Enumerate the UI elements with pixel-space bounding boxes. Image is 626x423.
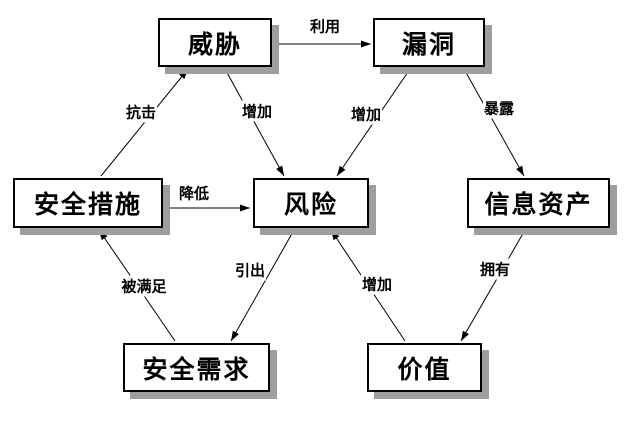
edge-label-expose: 暴露 xyxy=(482,97,516,119)
edge-label-derive: 引出 xyxy=(233,259,267,281)
edge-label-resist: 抗击 xyxy=(124,101,158,123)
edge-label-increase-threat: 增加 xyxy=(240,100,274,122)
node-information-assets: 信息资产 xyxy=(467,178,610,228)
arrow-increase-threat xyxy=(224,68,285,177)
edge-label-reduce: 降低 xyxy=(177,182,211,204)
node-security-requirements-label: 安全需求 xyxy=(142,354,251,384)
node-vulnerability: 漏洞 xyxy=(373,18,485,67)
edge-label-exploit: 利用 xyxy=(308,15,342,37)
edge-label-own: 拥有 xyxy=(478,258,512,280)
node-security-measures: 安全措施 xyxy=(13,178,163,228)
edge-label-increase-vuln: 增加 xyxy=(349,103,383,125)
node-security-measures-label: 安全措施 xyxy=(33,190,142,219)
node-threat: 威胁 xyxy=(158,18,272,67)
node-information-assets-label: 信息资产 xyxy=(484,190,593,219)
node-value: 价值 xyxy=(367,343,482,392)
arrow-own xyxy=(460,229,526,342)
node-security-requirements: 安全需求 xyxy=(123,343,270,392)
node-risk: 风险 xyxy=(253,178,369,228)
node-vulnerability-label: 漏洞 xyxy=(401,29,456,59)
node-value-label: 价值 xyxy=(397,354,452,384)
edge-label-increase-value: 增加 xyxy=(360,273,394,295)
arrow-resist xyxy=(100,68,189,177)
node-risk-label: 风险 xyxy=(283,190,338,219)
node-threat-label: 威胁 xyxy=(187,29,242,59)
arrow-expose xyxy=(463,68,525,177)
arrow-derive xyxy=(230,229,295,342)
edge-label-satisfied: 被满足 xyxy=(120,275,168,297)
